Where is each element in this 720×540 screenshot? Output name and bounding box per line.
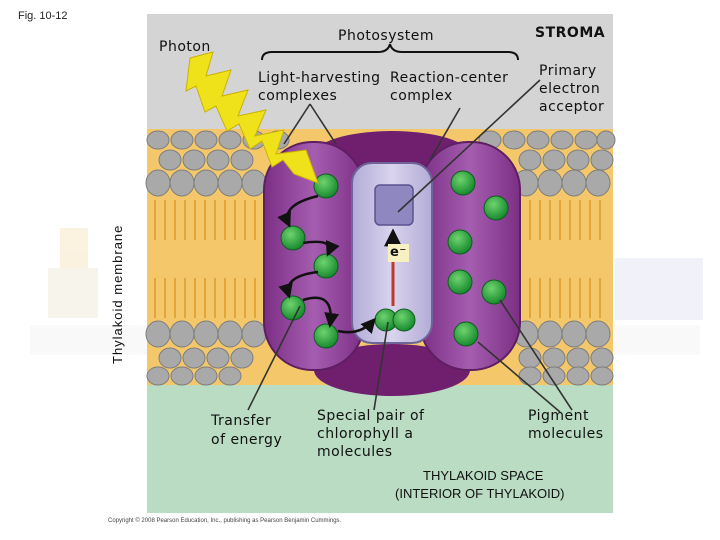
thylakoid-space-label-line1: THYLAKOID SPACE [423, 468, 544, 483]
special-pair-label-line3: molecules [317, 444, 393, 460]
chlorophyll-molecule [447, 229, 473, 255]
photosystem-label: Photosystem [338, 28, 435, 44]
special-pair-label-line1: Special pair of [317, 408, 425, 424]
transfer-label-line2: of energy [211, 432, 283, 448]
lipid-heads-inner [145, 320, 614, 386]
energy-transfer-arrows [277, 194, 376, 334]
primary-electron-acceptor [374, 184, 414, 226]
copyright-notice: Copyright © 2008 Pearson Education, Inc.… [108, 518, 342, 524]
electron-label: e⁻ [388, 244, 409, 262]
thylakoid-space-region [147, 385, 613, 513]
chlorophyll-molecule [280, 225, 306, 251]
reaction-center-label-line2: complex [390, 88, 453, 104]
chlorophyll-molecule [450, 170, 476, 196]
chlorophyll-molecule [483, 195, 509, 221]
protein-cap-bottom [314, 344, 470, 396]
chlorophyll-molecule [280, 295, 306, 321]
pigment-label-line2: molecules [528, 426, 604, 442]
figure-label: Fig. 10-12 [18, 10, 68, 22]
thylakoid-space-label-line2: (INTERIOR OF THYLAKOID) [395, 486, 565, 501]
leader-lines [247, 79, 573, 413]
primary-acceptor-label-line1: Primary [539, 63, 597, 79]
light-harvesting-label-line1: Light-harvesting [258, 70, 381, 86]
thylakoid-membrane-label: Thylakoid membrane [110, 224, 125, 364]
chlorophyll-molecule [447, 269, 473, 295]
chlorophyll-molecule [453, 321, 479, 347]
transfer-label-line1: Transfer [211, 413, 272, 429]
chlorophyll-molecules [280, 170, 509, 349]
special-pair-label-line2: chlorophyll a [317, 426, 414, 442]
chlorophyll-molecule [313, 173, 339, 199]
primary-acceptor-label-line2: electron [539, 81, 601, 97]
chlorophyll-molecule [481, 279, 507, 305]
chlorophyll-molecule [313, 253, 339, 279]
pigment-label-line1: Pigment [528, 408, 590, 424]
reaction-center-label-line1: Reaction-center [390, 70, 509, 86]
photon-label: Photon [159, 39, 211, 55]
photosystem-bracket [261, 43, 519, 61]
lipid-tails [154, 200, 601, 318]
stroma-label: STROMA [535, 25, 606, 41]
photon-lightning-bolt [185, 51, 319, 184]
special-pair-chlorophyll [374, 308, 416, 332]
primary-acceptor-label-line3: acceptor [539, 99, 605, 115]
light-harvesting-label-line2: complexes [258, 88, 338, 104]
chlorophyll-molecule [313, 323, 339, 349]
